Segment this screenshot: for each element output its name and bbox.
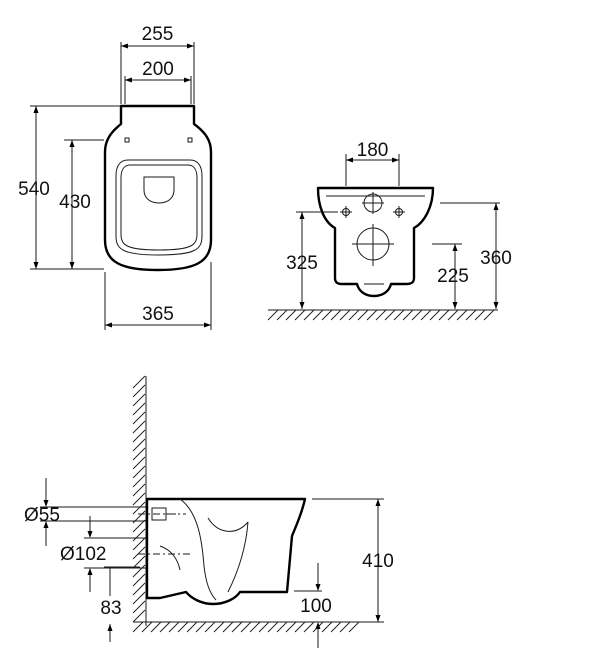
rear-view-inlet [362, 192, 384, 214]
side-view-inlet-fitting [138, 507, 186, 521]
dim-inlet-diameter-label: Ø55 [24, 505, 60, 526]
rear-view-floor-hatch [267, 309, 495, 321]
dim-83-label: 83 [100, 598, 121, 619]
dim-365-label: 365 [142, 304, 174, 325]
rear-view-bolt-left [340, 206, 352, 218]
dim-325-label: 325 [286, 253, 318, 274]
dim-225-label: 225 [437, 266, 469, 287]
top-view-seat-inner [120, 164, 198, 251]
top-view-bolt-right [187, 137, 193, 143]
dim-180-label: 180 [357, 140, 389, 161]
rear-view-bolt-right [393, 206, 405, 218]
side-view-body-outline [145, 497, 307, 606]
top-view-body-outline [103, 104, 213, 272]
side-view-wall-hatch [132, 375, 146, 623]
top-view: 255 200 540 430 365 [18, 24, 213, 330]
rear-view-body-outline [316, 186, 435, 298]
top-view-drain-outline [143, 176, 175, 204]
dim-outlet-diameter-label: Ø102 [60, 544, 106, 565]
rear-view: 180 325 360 225 [267, 140, 512, 321]
rear-view-outlet [352, 224, 394, 266]
dim-430-label: 430 [59, 192, 91, 213]
side-view: Ø55 Ø102 83 410 100 [24, 375, 394, 648]
top-view-bolt-left [124, 137, 130, 143]
dim-360-label: 360 [480, 248, 512, 269]
dim-540-label: 540 [18, 179, 50, 200]
dim-255-label: 255 [142, 24, 174, 45]
dim-100-label: 100 [300, 596, 332, 617]
dim-410-label: 410 [362, 551, 394, 572]
top-view-seat-outline [115, 159, 203, 256]
dim-200-label: 200 [142, 59, 174, 80]
side-view-floor-hatch [132, 621, 360, 633]
